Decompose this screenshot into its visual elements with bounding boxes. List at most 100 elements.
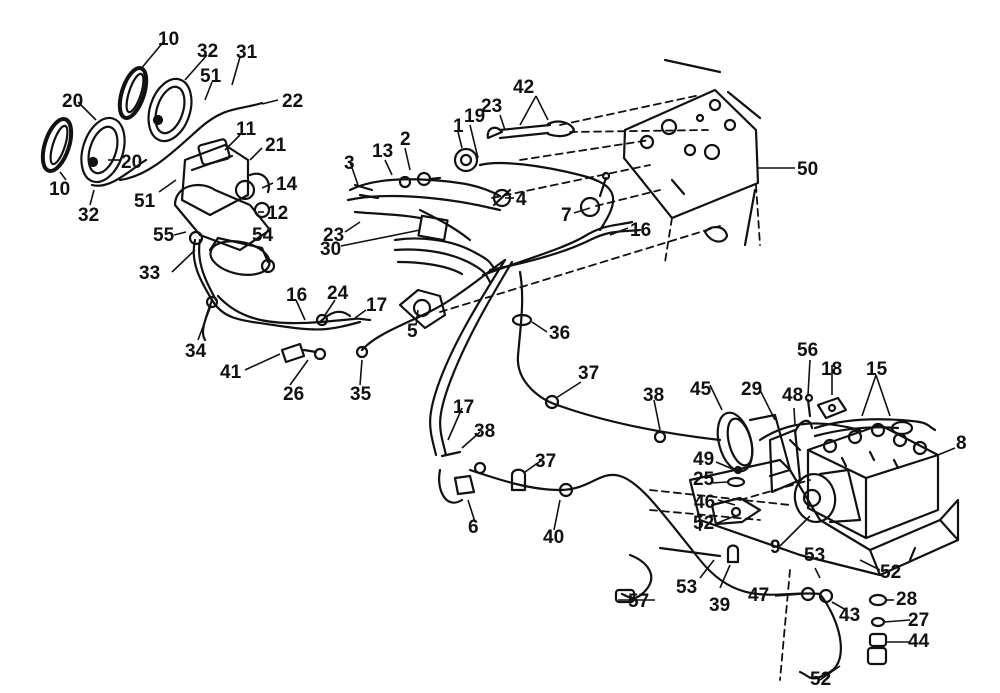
callout-42: 42 [513, 77, 535, 98]
callout-40: 40 [543, 527, 565, 548]
callout-17-upper: 17 [366, 295, 388, 316]
callout-48: 48 [782, 385, 804, 406]
leader-lines [59, 39, 956, 681]
connector-3 [353, 183, 380, 200]
callout-32-lower: 32 [78, 205, 100, 226]
cable-40 [468, 468, 822, 596]
clip-35 [355, 345, 369, 359]
headlight-lamp-upper-right [147, 77, 193, 143]
callout-45: 45 [690, 379, 712, 400]
grommet-36 [511, 313, 533, 327]
callout-50: 50 [797, 159, 819, 180]
callout-33: 33 [139, 263, 161, 284]
clip-38a [653, 430, 667, 444]
fuse-parts-28-27-44 [866, 593, 888, 666]
cable-53 [658, 546, 722, 558]
headlight-rim-upper-left [117, 66, 149, 120]
clip-39 [726, 544, 740, 564]
regulator-housing [180, 138, 250, 217]
callout-17-lower: 17 [453, 397, 475, 418]
callout-46: 46 [694, 492, 716, 513]
lamp-assembly-50b [703, 226, 729, 243]
cable-17-down-b [439, 260, 514, 457]
callout-53-right: 53 [804, 545, 826, 566]
callout-25: 25 [693, 469, 715, 490]
callout-27: 27 [908, 610, 930, 631]
clip-24 [315, 313, 329, 327]
ignition-switch [398, 175, 412, 189]
coil-cluster [173, 172, 272, 252]
callout-6: 6 [468, 517, 479, 538]
callout-15: 15 [866, 359, 888, 380]
callout-57: 57 [628, 591, 650, 612]
headlight-wire [118, 101, 264, 182]
callout-16-right: 16 [630, 220, 652, 241]
callout-51-lower: 51 [134, 191, 156, 212]
callout-19: 19 [464, 106, 486, 127]
callout-1: 1 [453, 116, 464, 137]
callout-37-upper: 37 [578, 363, 600, 384]
callout-2: 2 [400, 129, 411, 150]
callout-29: 29 [741, 379, 763, 400]
headlight-rim-lower-left [40, 117, 74, 173]
clip-34 [205, 295, 219, 309]
cable-17-down [429, 258, 507, 457]
cable-52 [798, 592, 842, 680]
cable-to-generator [558, 404, 722, 442]
callout-28: 28 [896, 589, 918, 610]
clip-38b [440, 450, 462, 458]
callout-35: 35 [350, 384, 372, 405]
callout-34: 34 [185, 341, 207, 362]
callout-36: 36 [549, 323, 571, 344]
callout-55: 55 [153, 225, 175, 246]
callout-20-upper: 20 [62, 91, 84, 112]
callout-20-lower: 20 [121, 152, 143, 173]
callout-43: 43 [839, 605, 861, 626]
cable-to-battery [758, 422, 862, 442]
light-switch [416, 171, 442, 187]
callout-38-upper: 38 [643, 385, 665, 406]
callout-23-lower: 23 [323, 225, 345, 246]
cables-15 [813, 418, 937, 438]
cable-17-long [360, 258, 507, 352]
callout-49: 49 [693, 449, 715, 470]
sender-57 [614, 588, 636, 604]
callout-10-upper: 10 [158, 29, 180, 50]
callout-52-right: 52 [880, 562, 902, 583]
callout-52-mid: 52 [693, 513, 715, 534]
callout-31: 31 [236, 42, 258, 63]
callout-4: 4 [516, 189, 527, 210]
bolt-56 [804, 393, 814, 418]
clamp-18 [816, 396, 848, 420]
cable-16b [488, 228, 642, 272]
clip-33 [188, 230, 204, 246]
callout-39: 39 [709, 595, 731, 616]
terminal-47-43 [800, 586, 834, 604]
clip-37b [510, 468, 527, 492]
strap-48 [793, 419, 814, 434]
ammeter-gauge [453, 147, 479, 173]
callout-8: 8 [956, 433, 967, 454]
callout-54: 54 [252, 225, 274, 246]
callout-13: 13 [372, 141, 394, 162]
headlight-wire-b [90, 158, 148, 187]
sender-41 [280, 342, 327, 364]
callout-24: 24 [327, 283, 349, 304]
callout-44: 44 [908, 631, 930, 652]
callout-26: 26 [283, 384, 305, 405]
callout-52-bottom: 52 [810, 669, 832, 690]
cable-36 [516, 270, 562, 408]
callout-16-left: 16 [286, 285, 308, 306]
callout-30: 30 [320, 239, 342, 260]
wire-loom-left-b [198, 238, 218, 302]
dash-harness [346, 178, 502, 284]
callout-18: 18 [821, 359, 843, 380]
callout-47: 47 [748, 585, 770, 606]
callout-23-upper: 23 [481, 96, 503, 117]
callout-51-upper: 51 [200, 66, 222, 87]
cable-57 [620, 553, 653, 600]
callout-41: 41 [220, 362, 242, 383]
battery-box [688, 458, 960, 577]
